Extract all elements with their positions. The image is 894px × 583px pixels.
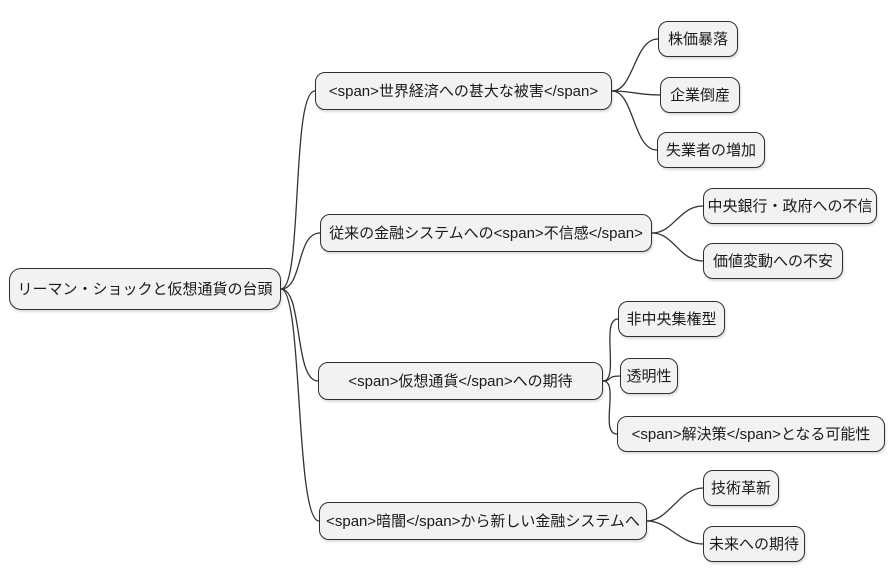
edge-branch1-leaf1 xyxy=(611,38,659,92)
edge-branch4-leaf1 xyxy=(646,487,704,522)
edge-branch2-leaf2 xyxy=(651,232,704,262)
mindmap-node-branch1: <span>世界経済への甚大な被害</span> xyxy=(315,72,612,110)
mindmap-node-leaf: 失業者の増加 xyxy=(657,132,765,168)
edge-root-branch2 xyxy=(280,232,321,290)
edge-branch4-leaf2 xyxy=(646,520,704,545)
mindmap-node-leaf: 株価暴落 xyxy=(658,21,738,57)
mindmap-node-leaf: <span>解決策</span>となる可能性 xyxy=(617,416,885,452)
edge-root-branch3 xyxy=(280,288,319,382)
edge-root-branch1 xyxy=(280,90,316,290)
mindmap-node-leaf: 未来への期待 xyxy=(703,526,805,562)
edge-branch3-leaf1 xyxy=(602,318,619,382)
mindmap-node-leaf: 技術革新 xyxy=(703,470,779,506)
edge-branch3-leaf3 xyxy=(602,380,618,435)
edge-branch2-leaf1 xyxy=(651,205,704,234)
edge-root-branch4 xyxy=(280,288,320,522)
mindmap-node-leaf: 中央銀行・政府への不信 xyxy=(703,188,877,224)
edge-branch1-leaf3 xyxy=(611,90,658,151)
mindmap-node-leaf: 価値変動への不安 xyxy=(703,243,843,279)
edge-branch3-leaf2 xyxy=(602,375,621,382)
mindmap-node-leaf: 非中央集権型 xyxy=(618,301,725,337)
mindmap-node-leaf: 透明性 xyxy=(620,358,678,394)
mindmap-node-branch2: 従来の金融システムへの<span>不信感</span> xyxy=(320,214,652,252)
mindmap-node-branch3: <span>仮想通貨</span>への期待 xyxy=(318,362,603,400)
mindmap-node-root: リーマン・ショックと仮想通貨の台頭 xyxy=(9,268,281,310)
mindmap-node-leaf: 企業倒産 xyxy=(660,77,740,113)
mindmap-node-branch4: <span>暗闇</span>から新しい金融システムへ xyxy=(319,502,647,540)
edge-branch1-leaf2 xyxy=(611,90,661,96)
